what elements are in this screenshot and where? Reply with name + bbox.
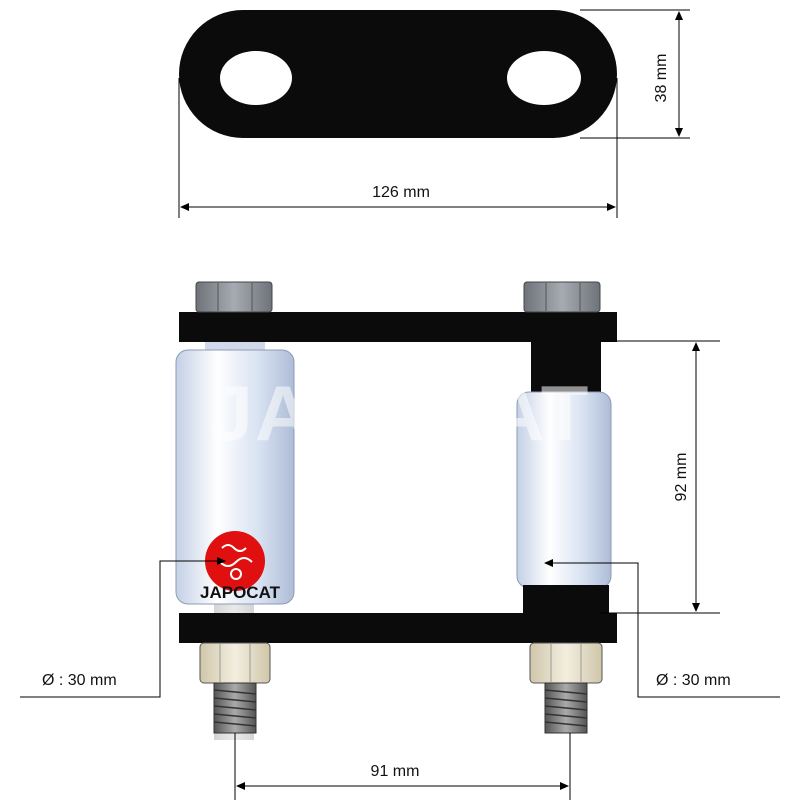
right-diameter-label: Ø : 30 mm xyxy=(656,672,731,689)
logo-text: JAPOCAT xyxy=(200,583,281,602)
logo-cat-icon xyxy=(219,544,253,580)
plate-length-label: 126 mm xyxy=(372,184,430,201)
upper-side-plate xyxy=(179,312,617,342)
bolt-spacing-dimension xyxy=(234,733,571,800)
left-thread xyxy=(213,682,257,734)
shackle-height-dimension xyxy=(600,340,720,614)
right-diameter-leader xyxy=(544,559,780,698)
top-plate xyxy=(179,10,617,138)
watermark-text: JAPOCAT xyxy=(210,369,591,457)
logo-red-circle xyxy=(205,531,265,591)
plate-height-label: 38 mm xyxy=(653,54,670,103)
right-thread xyxy=(544,682,588,734)
left-diameter-leader xyxy=(20,557,226,698)
top-plate-hole-left xyxy=(220,51,292,105)
left-top-nut xyxy=(195,281,273,313)
japocat-logo: JAPOCAT xyxy=(200,531,281,602)
top-plate-body xyxy=(179,10,617,138)
plate-height-dimension xyxy=(580,9,690,139)
right-bushing xyxy=(516,333,612,613)
top-plate-hole-right xyxy=(507,51,581,105)
plate-length-dimension xyxy=(178,78,618,218)
lower-side-plate xyxy=(179,613,617,643)
bolt-spacing-label: 91 mm xyxy=(371,763,420,780)
shackle-height-label: 92 mm xyxy=(673,453,690,502)
right-bottom-nut xyxy=(529,642,603,684)
left-bottom-nut xyxy=(199,642,271,684)
right-top-nut xyxy=(523,281,601,313)
left-diameter-label: Ø : 30 mm xyxy=(42,672,117,689)
